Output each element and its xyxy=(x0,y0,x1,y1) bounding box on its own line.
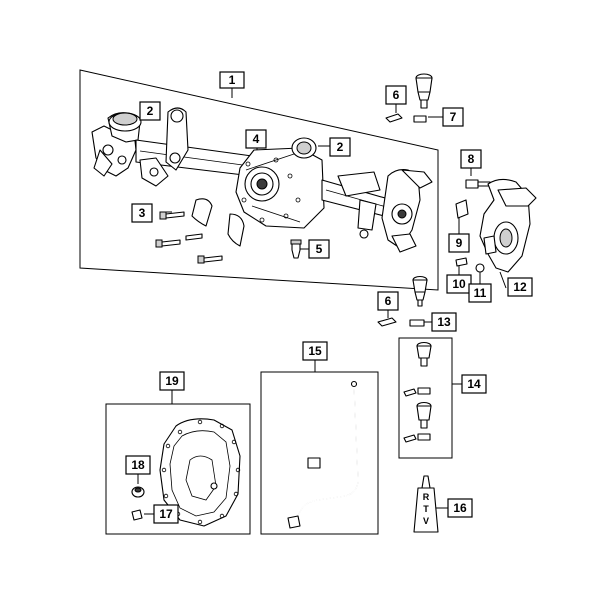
svg-text:16: 16 xyxy=(453,501,467,515)
callout-9: 9 xyxy=(448,233,470,253)
upper-ball-joint xyxy=(385,73,433,123)
svg-text:17: 17 xyxy=(159,507,173,521)
svg-text:7: 7 xyxy=(450,110,457,124)
rtv-label-r: R xyxy=(423,492,430,502)
callout-1: 1 xyxy=(219,71,245,89)
svg-text:19: 19 xyxy=(165,374,179,388)
svg-text:12: 12 xyxy=(513,280,527,294)
svg-text:11: 11 xyxy=(474,286,487,300)
callout-14: 14 xyxy=(461,374,487,394)
cover-kit-frame xyxy=(105,403,251,535)
differential-cover xyxy=(131,418,241,527)
lower-ball-joint xyxy=(377,275,428,327)
callout-4: 4 xyxy=(245,129,267,149)
svg-text:10: 10 xyxy=(452,277,466,291)
callout-19: 19 xyxy=(159,371,185,391)
vent-tube xyxy=(287,380,359,529)
axle-assembly-frame xyxy=(79,69,439,291)
callout-17: 17 xyxy=(153,504,179,524)
svg-text:2: 2 xyxy=(147,104,154,118)
callout-7: 7 xyxy=(442,107,464,127)
rtv-label-t: T xyxy=(423,504,429,514)
vent-tube-frame xyxy=(260,371,379,535)
cap-bolts xyxy=(155,211,223,264)
callout-13: 13 xyxy=(431,312,457,332)
svg-text:13: 13 xyxy=(437,315,451,329)
callout-5: 5 xyxy=(308,239,330,259)
svg-text:1: 1 xyxy=(229,73,236,87)
rtv-sealant-tube: R T V xyxy=(413,475,439,533)
callout-3: 3 xyxy=(131,203,153,223)
svg-text:6: 6 xyxy=(385,294,392,308)
svg-text:2: 2 xyxy=(337,140,344,154)
svg-text:15: 15 xyxy=(308,344,322,358)
callout-10: 10 xyxy=(446,274,472,294)
callout-16: 16 xyxy=(447,498,473,518)
svg-text:14: 14 xyxy=(467,377,481,391)
callout-11: 11 xyxy=(468,283,492,303)
steering-knuckle xyxy=(455,178,537,273)
svg-text:8: 8 xyxy=(468,152,475,166)
callout-15: 15 xyxy=(302,341,328,361)
callout-8: 8 xyxy=(460,149,482,169)
svg-text:5: 5 xyxy=(316,242,323,256)
callout-2-right: 2 xyxy=(329,137,351,157)
svg-text:3: 3 xyxy=(139,206,146,220)
callout-2-left: 2 xyxy=(139,101,161,121)
svg-text:6: 6 xyxy=(393,88,400,102)
rtv-label-v: V xyxy=(423,516,429,526)
callout-18: 18 xyxy=(125,455,151,475)
svg-text:9: 9 xyxy=(456,236,463,250)
front-axle-assembly xyxy=(91,107,433,264)
ball-joint-kit-frame xyxy=(398,337,453,459)
callout-6-lower: 6 xyxy=(377,291,399,311)
svg-text:4: 4 xyxy=(253,132,260,146)
ball-joint-kit xyxy=(403,341,432,443)
callout-6-upper: 6 xyxy=(385,85,407,105)
svg-text:18: 18 xyxy=(131,458,145,472)
callout-12: 12 xyxy=(507,277,533,297)
